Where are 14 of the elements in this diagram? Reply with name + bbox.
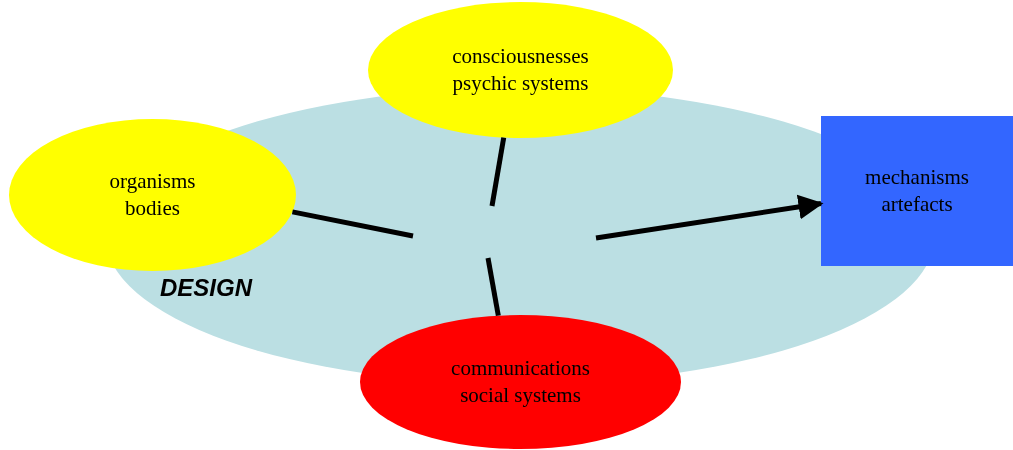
node-text: bodies (125, 195, 180, 222)
node-text: mechanisms (865, 164, 969, 191)
node-text: consciousnesses (452, 43, 589, 70)
connector-line (489, 137, 507, 207)
node-text: organisms (109, 168, 196, 195)
arrow (595, 194, 824, 241)
diagram-label: DESIGN (160, 274, 252, 302)
node-text: communications (451, 355, 590, 382)
connector-line (485, 257, 501, 317)
node-text: psychic systems (452, 70, 589, 97)
node-text: social systems (460, 382, 581, 409)
node-text: artefacts (881, 191, 953, 218)
connector-line (291, 209, 414, 239)
rectangle-node (821, 116, 1013, 266)
